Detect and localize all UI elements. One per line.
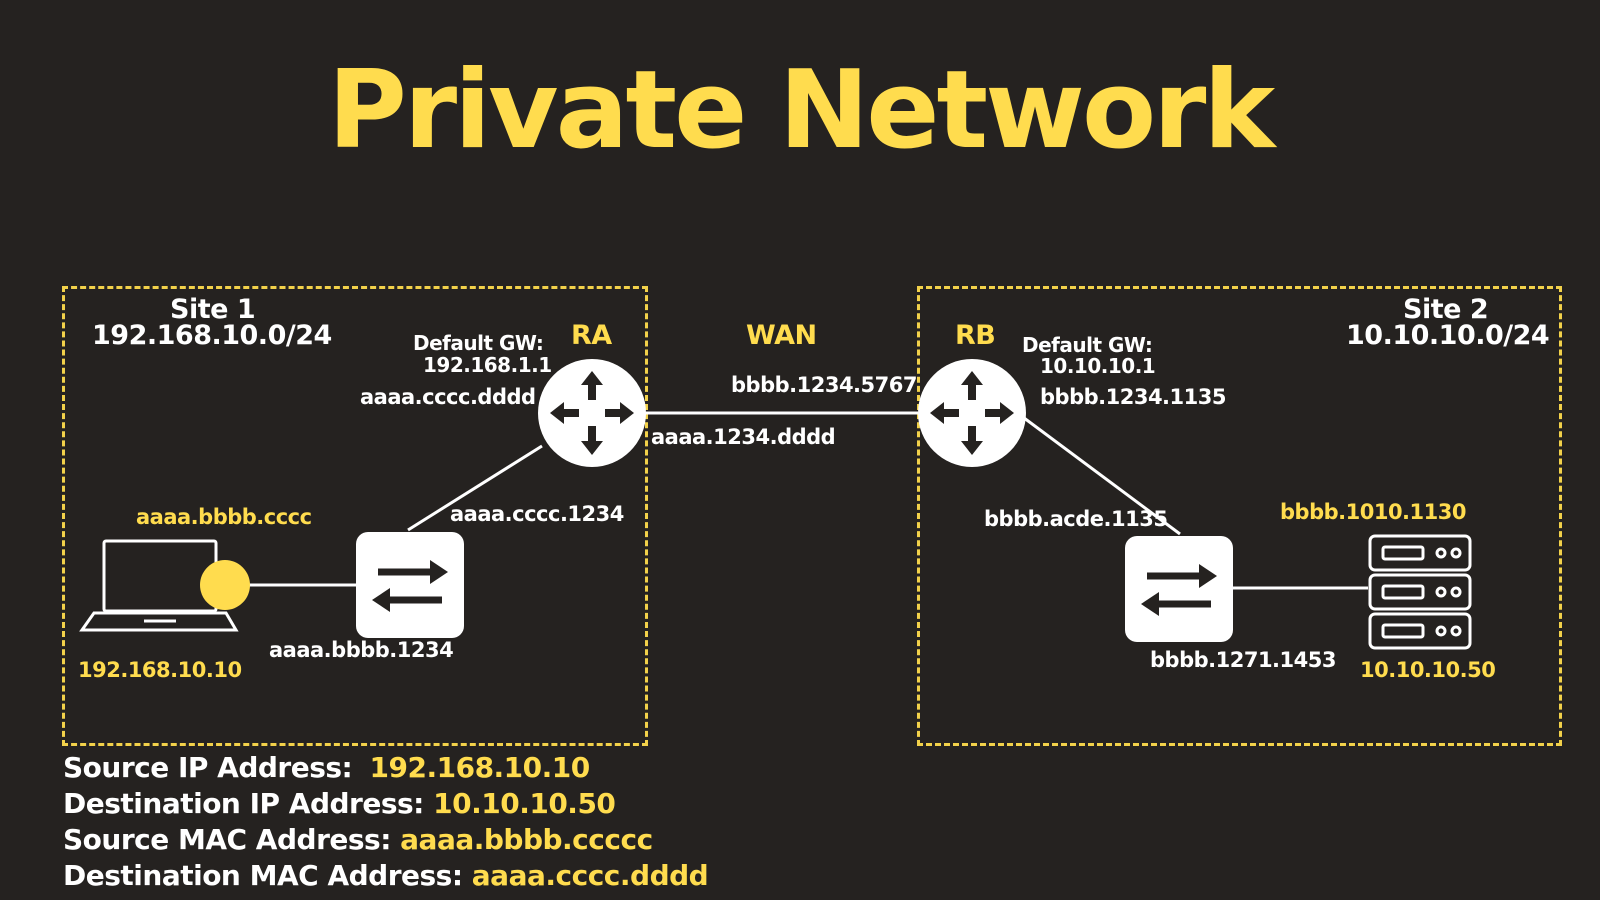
dst-mac-label: Destination MAC Address:	[63, 859, 463, 892]
switch1-uplink-mac: aaaa.cccc.1234	[450, 502, 624, 526]
server-icon	[1368, 534, 1472, 650]
dst-mac-row: Destination MAC Address: aaaa.cccc.dddd	[63, 858, 709, 894]
dst-ip-row: Destination IP Address: 10.10.10.50	[63, 786, 708, 822]
src-ip-row: Source IP Address: 192.168.10.10	[63, 750, 708, 786]
src-ip-label: Source IP Address:	[63, 751, 353, 784]
switch-site2-icon	[1125, 536, 1233, 642]
wan-label: WAN	[746, 320, 817, 351]
ra-lan-mac: aaaa.cccc.dddd	[360, 385, 536, 409]
router-rb-icon	[918, 359, 1026, 467]
rb-lan-mac: bbbb.1234.1135	[1040, 385, 1226, 409]
router-ra-icon	[538, 359, 646, 467]
wan-rb-side-mac: bbbb.1234.5767	[731, 373, 917, 397]
rb-gw-label: Default GW:	[1022, 333, 1153, 357]
dst-ip-label: Destination IP Address:	[63, 787, 424, 820]
page-title: Private Network	[327, 48, 1276, 173]
wan-ra-side-mac: aaaa.1234.dddd	[651, 425, 836, 449]
switch2-uplink-mac: bbbb.acde.1135	[984, 507, 1168, 531]
switch2-port-mac: bbbb.1271.1453	[1150, 648, 1336, 672]
dst-ip-value: 10.10.10.50	[433, 787, 616, 820]
ra-gw-label: Default GW:	[413, 331, 544, 355]
laptop-nic-icon	[200, 560, 250, 610]
laptop-icon	[79, 539, 239, 632]
src-mac-row: Source MAC Address: aaaa.bbbb.ccccc	[63, 822, 708, 858]
switch-site1-icon	[356, 532, 464, 638]
site2-boundary	[917, 286, 1562, 746]
site1-boundary	[62, 286, 648, 746]
ra-gw-ip: 192.168.1.1	[423, 353, 552, 377]
site1-name: Site 1	[170, 294, 256, 325]
site2-subnet: 10.10.10.0/24	[1346, 320, 1550, 351]
router-rb-name: RB	[955, 320, 996, 351]
src-mac-label: Source MAC Address:	[63, 823, 391, 856]
src-mac-value: aaaa.bbbb.ccccc	[400, 823, 653, 856]
packet-summary: Source IP Address: 192.168.10.10 Destina…	[63, 750, 709, 894]
server-mac: bbbb.1010.1130	[1280, 500, 1466, 524]
laptop-mac: aaaa.bbbb.cccc	[136, 505, 312, 529]
dst-mac-value: aaaa.cccc.dddd	[471, 859, 709, 892]
rb-gw-ip: 10.10.10.1	[1040, 354, 1156, 378]
src-ip-value: 192.168.10.10	[369, 751, 591, 784]
site1-subnet: 192.168.10.0/24	[92, 320, 332, 351]
site2-name: Site 2	[1403, 294, 1489, 325]
switch1-port-mac: aaaa.bbbb.1234	[269, 638, 454, 662]
router-ra-name: RA	[571, 320, 612, 351]
server-ip: 10.10.10.50	[1360, 658, 1496, 682]
laptop-ip: 192.168.10.10	[78, 658, 242, 682]
rb-switch-link	[1015, 410, 1181, 536]
ra-switch-link	[407, 444, 543, 532]
